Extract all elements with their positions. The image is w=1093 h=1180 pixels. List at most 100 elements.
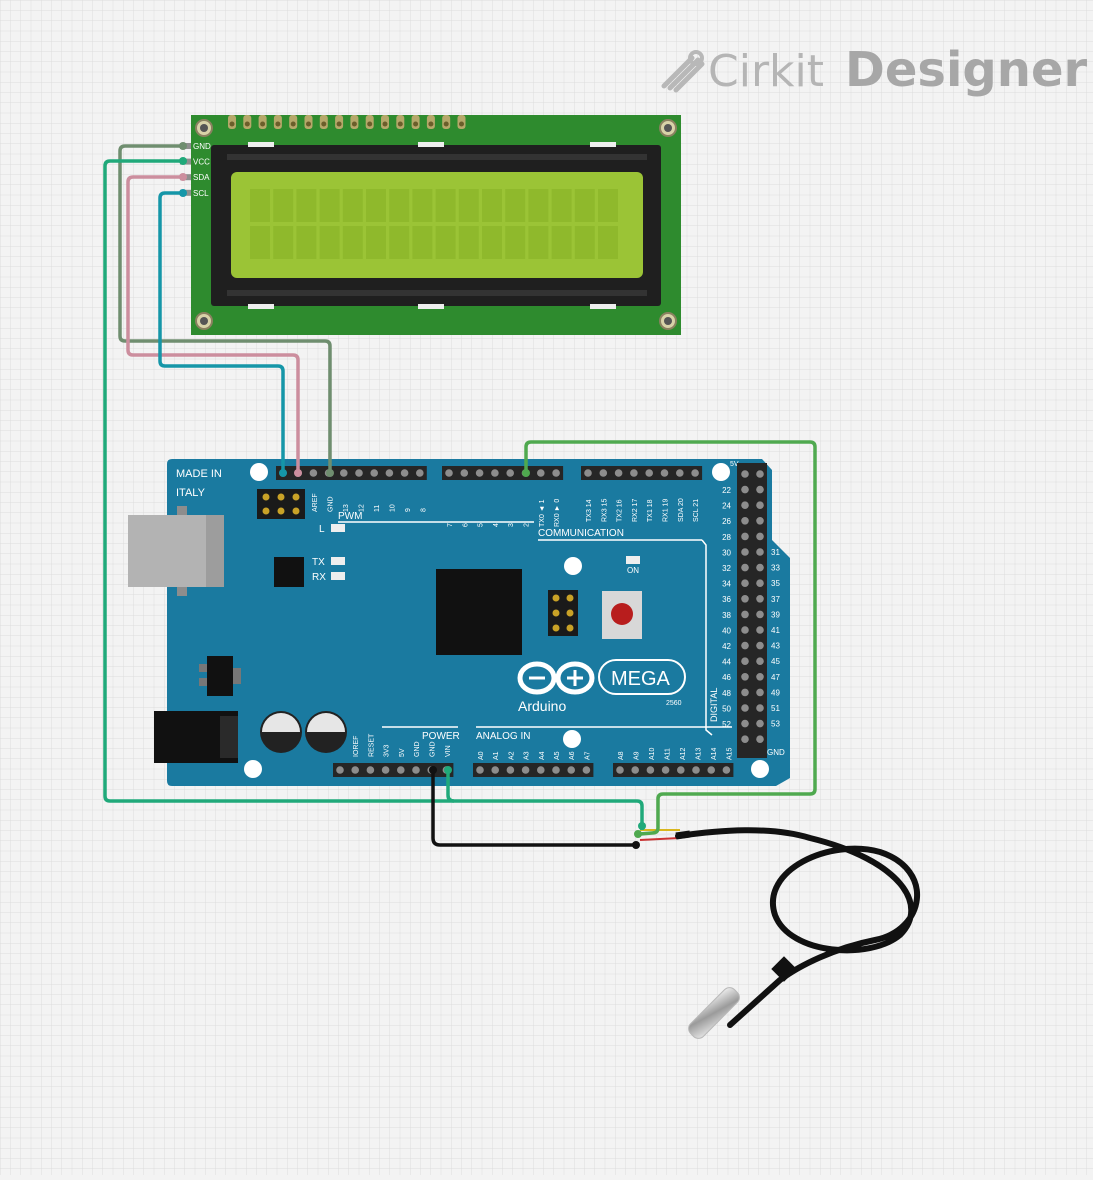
lcd-cell (319, 189, 340, 222)
header-pin (460, 469, 469, 477)
lcd-cell (435, 189, 456, 222)
wire-data[interactable] (524, 440, 817, 836)
usb-chip (274, 557, 304, 587)
header-pin (537, 766, 545, 774)
pin-label: 4 (493, 523, 500, 527)
pin-label: SDA 20 (678, 498, 685, 522)
brand-suffix: Designer (845, 42, 1088, 98)
pin-label: 22 (722, 486, 731, 495)
pin-label: RESET (368, 733, 375, 757)
header-pin (476, 766, 484, 774)
voltage-regulator (199, 656, 241, 696)
board-pin-headers (276, 463, 767, 777)
wire-endpoint (638, 822, 646, 830)
mega-text: MEGA (611, 668, 671, 690)
header-pin (756, 735, 764, 743)
header-pin (756, 501, 764, 510)
header-pin (756, 579, 764, 587)
lcd-character-grid (250, 189, 618, 259)
header-pin (741, 501, 749, 510)
wire-endpoint (522, 469, 530, 477)
wire-endpoint (279, 469, 287, 477)
wire-sda[interactable] (126, 175, 300, 473)
header-pin (412, 766, 420, 774)
digital-label: DIGITAL (709, 688, 719, 722)
header-pin (552, 766, 560, 774)
lcd-cell (412, 189, 433, 222)
digital-header-mid (442, 466, 564, 480)
pin-label: 43 (771, 642, 780, 651)
header-pin (741, 626, 749, 634)
header-pin (741, 719, 749, 728)
header-pin (691, 469, 699, 477)
pin-label: A2 (508, 751, 515, 760)
pin-label: A9 (634, 751, 641, 760)
pin-label: 46 (722, 673, 731, 682)
pin-label: 51 (771, 704, 780, 713)
header-pin (366, 766, 375, 774)
pin-label: 52 (722, 720, 731, 729)
header-pin (756, 532, 764, 541)
pin-label: 39 (771, 610, 780, 619)
lcd-cell (458, 226, 479, 259)
header-pin (385, 469, 394, 477)
header-pin (741, 641, 749, 650)
pin-label: GND (430, 741, 437, 757)
header-pin (756, 517, 764, 525)
header-pin (741, 688, 749, 697)
header-pin (584, 469, 592, 477)
pin-label: 50 (722, 704, 731, 713)
pin-label: 3V3 (384, 744, 391, 757)
arduino-mega-board[interactable]: MADE IN ITALY L TX RX ON PWM COMMUNICATI… (128, 459, 790, 786)
header-pin (309, 469, 318, 477)
header-pin (370, 469, 379, 477)
lcd-cell (505, 226, 526, 259)
wires (103, 142, 817, 849)
wire-endpoint (632, 841, 640, 849)
lcd-cell (482, 189, 502, 222)
lcd-cell (342, 189, 363, 222)
pin-label: 26 (722, 517, 731, 526)
mounting-hole (563, 730, 581, 748)
pin-label: 11 (374, 505, 381, 512)
mega-badge (598, 659, 686, 695)
reset-button[interactable] (602, 591, 642, 639)
header-pin (521, 766, 530, 774)
pin-label: 32 (722, 564, 731, 573)
lcd-cell (482, 226, 502, 259)
lcd-cell (342, 226, 363, 259)
header-pin (756, 563, 764, 572)
header-pin (741, 563, 749, 572)
header-pin (741, 610, 749, 619)
mounting-hole (244, 760, 262, 778)
header-pin (741, 579, 749, 587)
header-pin (741, 704, 749, 712)
pin-label: 12 (359, 504, 366, 512)
ds18b20-temperature-probe[interactable] (639, 827, 920, 1041)
header-pin (582, 766, 591, 774)
pin-label: 41 (771, 626, 780, 635)
header-pin (445, 469, 453, 477)
pin-label: A14 (711, 747, 718, 760)
wire-scl[interactable] (158, 191, 285, 473)
brand-prefix: Cirkit (708, 46, 824, 97)
lcd-cell (366, 226, 386, 259)
pin-label: SCL 21 (693, 499, 700, 522)
pin-label: RX3 15 (601, 499, 608, 522)
atmega2560-chip (436, 569, 522, 655)
wire-gnd[interactable] (118, 144, 332, 473)
pin-label: AREF (312, 493, 319, 512)
header-pin (741, 470, 749, 478)
pwm-label: PWM (338, 511, 362, 522)
capacitor (260, 711, 302, 753)
pin-label: 48 (722, 689, 731, 698)
icsp-header (548, 590, 578, 636)
lcd-cell (505, 189, 526, 222)
lcd-cell (435, 226, 456, 259)
wire-power-gnd[interactable] (431, 770, 636, 847)
mounting-hole (751, 760, 769, 778)
header-pin (355, 469, 363, 477)
wire-vcc[interactable] (103, 159, 644, 830)
pin-label: A1 (493, 751, 500, 760)
